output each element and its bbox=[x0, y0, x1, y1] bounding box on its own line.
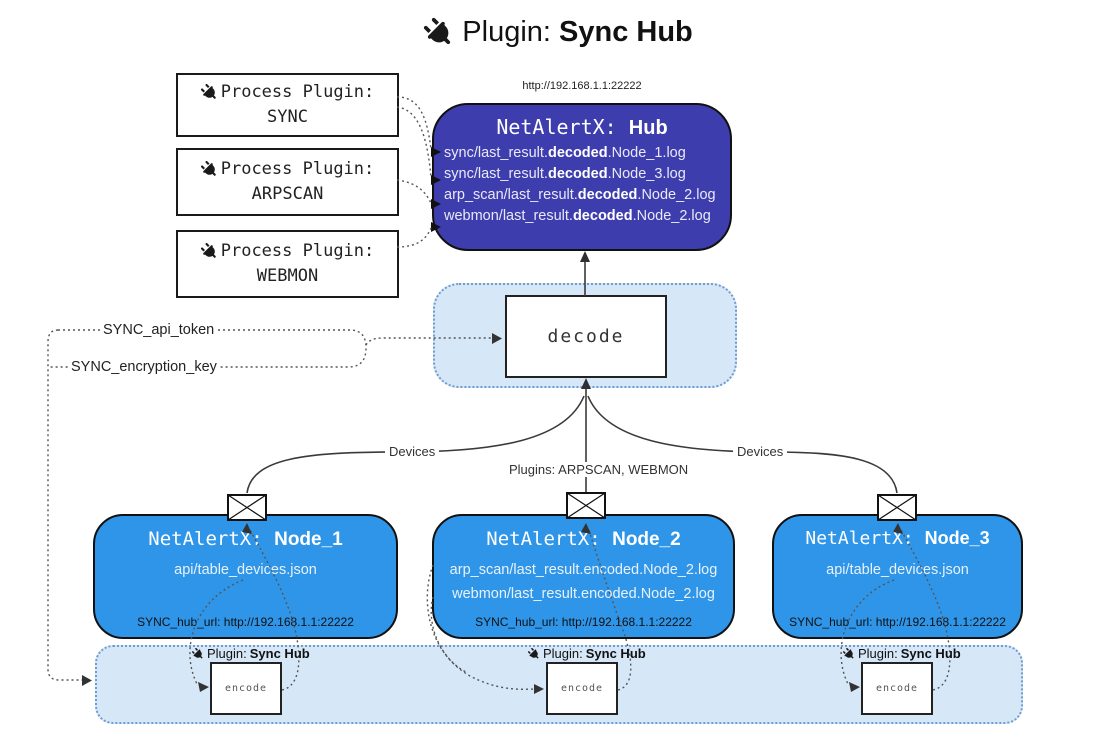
encode-label: encode bbox=[875, 683, 919, 694]
node-file: api/table_devices.json bbox=[826, 562, 969, 578]
encode-plugin-label-3: Plugin:Sync Hub bbox=[842, 646, 961, 661]
title-name: Sync Hub bbox=[559, 16, 693, 48]
sync-encryption-key-label: SYNC_encryption_key bbox=[68, 359, 220, 375]
hub-log-list: sync/last_result.decoded.Node_1.log sync… bbox=[444, 145, 729, 224]
process-plugin-name: SYNC bbox=[267, 107, 308, 127]
plug-icon bbox=[527, 647, 540, 660]
decode-box: decode bbox=[505, 295, 667, 378]
node-hub-url: SYNC_hub_url: http://192.168.1.1:22222 bbox=[789, 615, 1006, 629]
hub-log-entry: arp_scan/last_result.decoded.Node_2.log bbox=[444, 187, 716, 203]
envelope-icon bbox=[566, 492, 606, 524]
node-box-node2: NetAlertX: Node_2 arp_scan/last_result.e… bbox=[432, 514, 735, 639]
node-hub-url: SYNC_hub_url: http://192.168.1.1:22222 bbox=[137, 615, 354, 629]
edge-label-plugins: Plugins: ARPSCAN, WEBMON bbox=[505, 462, 693, 477]
encode-plugin-label-1: Plugin:Sync Hub bbox=[191, 646, 310, 661]
hub-box: NetAlertX: Hub sync/last_result.decoded.… bbox=[432, 103, 732, 251]
encode-box-3: encode bbox=[861, 662, 933, 715]
plug-icon bbox=[191, 647, 204, 660]
edge-label-devices-right: Devices bbox=[733, 444, 788, 459]
encode-box-2: encode bbox=[546, 662, 618, 715]
hub-title: NetAlertX: Hub bbox=[496, 115, 668, 139]
node-file: webmon/last_result.encoded.Node_2.log bbox=[452, 586, 715, 602]
process-plugin-label: Process Plugin: bbox=[220, 241, 375, 262]
process-plugin-name: ARPSCAN bbox=[251, 184, 324, 204]
encode-box-1: encode bbox=[210, 662, 282, 715]
process-plugin-box-sync: Process Plugin: SYNC bbox=[176, 73, 399, 137]
sync-api-token-label: SYNC_api_token bbox=[100, 322, 218, 338]
process-plugin-box-webmon: Process Plugin: WEBMON bbox=[176, 230, 399, 298]
node-title: NetAlertX: Node_1 bbox=[148, 528, 343, 550]
decode-label: decode bbox=[547, 326, 625, 347]
node-box-node1: NetAlertX: Node_1 api/table_devices.json… bbox=[93, 514, 398, 639]
title-prefix: Plugin: bbox=[462, 16, 551, 48]
process-plugin-label: Process Plugin: bbox=[220, 159, 375, 180]
plug-icon bbox=[842, 647, 855, 660]
node-hub-url: SYNC_hub_url: http://192.168.1.1:22222 bbox=[475, 615, 692, 629]
plug-icon bbox=[200, 161, 218, 178]
node-file: arp_scan/last_result.encoded.Node_2.log bbox=[449, 562, 718, 578]
plug-icon bbox=[424, 18, 454, 48]
edge-label-devices-left: Devices bbox=[385, 444, 440, 459]
node-title: NetAlertX: Node_2 bbox=[486, 528, 681, 550]
envelope-icon bbox=[877, 494, 917, 526]
process-plugin-label: Process Plugin: bbox=[220, 82, 375, 103]
plug-icon bbox=[200, 84, 218, 101]
node-file: api/table_devices.json bbox=[174, 562, 317, 578]
encode-label: encode bbox=[560, 683, 604, 694]
encode-plugin-label-2: Plugin:Sync Hub bbox=[527, 646, 646, 661]
node-title: NetAlertX: Node_3 bbox=[805, 528, 990, 549]
encode-label: encode bbox=[224, 683, 268, 694]
process-plugin-box-arpscan: Process Plugin: ARPSCAN bbox=[176, 148, 399, 216]
process-plugin-name: WEBMON bbox=[256, 266, 319, 286]
hub-log-entry: sync/last_result.decoded.Node_3.log bbox=[444, 166, 686, 182]
plug-icon bbox=[200, 243, 218, 260]
hub-log-entry: webmon/last_result.decoded.Node_2.log bbox=[444, 208, 711, 224]
hub-log-entry: sync/last_result.decoded.Node_1.log bbox=[444, 145, 686, 161]
envelope-icon bbox=[227, 494, 267, 526]
node-box-node3: NetAlertX: Node_3 api/table_devices.json… bbox=[772, 514, 1023, 639]
hub-url-label: http://192.168.1.1:22222 bbox=[522, 80, 642, 92]
page-title: Plugin: Sync Hub bbox=[0, 16, 1117, 49]
